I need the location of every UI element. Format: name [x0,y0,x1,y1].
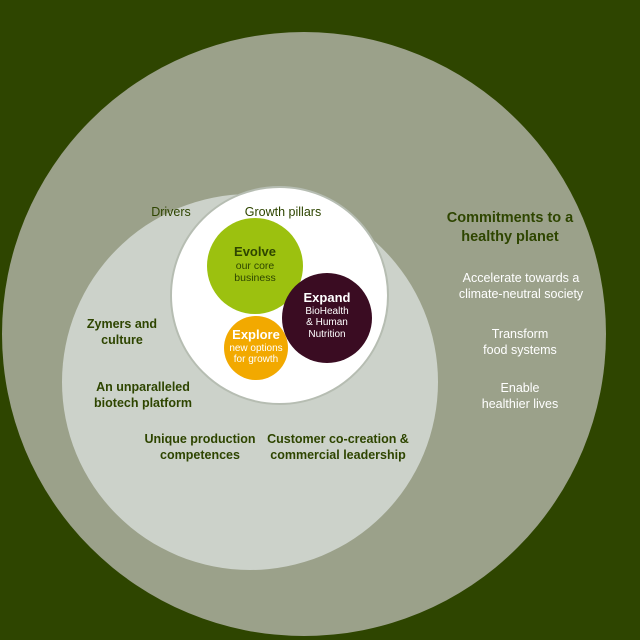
explore-subtitle-line2: for growth [233,354,279,366]
commitment-line: healthier lives [481,397,559,412]
commitment-line: food systems [483,343,557,358]
commitment-line: Transform [491,327,549,341]
expand-subtitle-line1: BioHealth [305,305,349,317]
expand-bubble [282,273,372,363]
explore-label: Explore new options for growth [220,327,292,366]
driver-line: culture [101,332,143,347]
explore-bubble [224,316,288,380]
evolve-subtitle-line2: business [234,272,276,284]
commitments-title: Commitments to a healthy planet [446,210,574,245]
drivers-header: Drivers [151,205,191,219]
driver-line: Unique production [144,432,256,446]
evolve-subtitle-line1: our core [235,259,275,272]
commitment-item: Transform food systems [470,326,570,359]
expand-subtitle-line2: & Human [306,317,348,329]
driver-line: commercial leadership [270,447,406,462]
commitment-item: Enable healthier lives [470,380,570,413]
commitment-line: Enable [500,381,540,395]
evolve-label: Evolve our core business [207,244,303,284]
driver-line: An unparalleled [96,380,190,394]
expand-label: Expand BioHealth & Human Nutrition [282,290,372,340]
explore-title: Explore [232,327,280,342]
commitment-line: Accelerate towards a [462,271,580,285]
commitment-line: climate-neutral society [458,287,584,302]
driver-line: Zymers and [86,317,158,331]
evolve-title: Evolve [234,244,276,259]
growth-pillars-header: Growth pillars [244,205,322,219]
driver-item: An unparalleled biotech platform [88,380,198,411]
driver-item: Customer co-creation & commercial leader… [262,432,414,463]
driver-line: competences [160,447,240,462]
driver-line: biotech platform [94,395,192,410]
driver-item: Zymers and culture [80,317,164,348]
driver-item: Unique production competences [140,432,260,463]
expand-title: Expand [303,290,351,305]
commitment-item: Accelerate towards a climate-neutral soc… [446,270,596,303]
driver-line: Customer co-creation & [267,432,409,446]
explore-subtitle-line1: new options [229,342,283,354]
expand-subtitle-line3: Nutrition [308,328,346,340]
